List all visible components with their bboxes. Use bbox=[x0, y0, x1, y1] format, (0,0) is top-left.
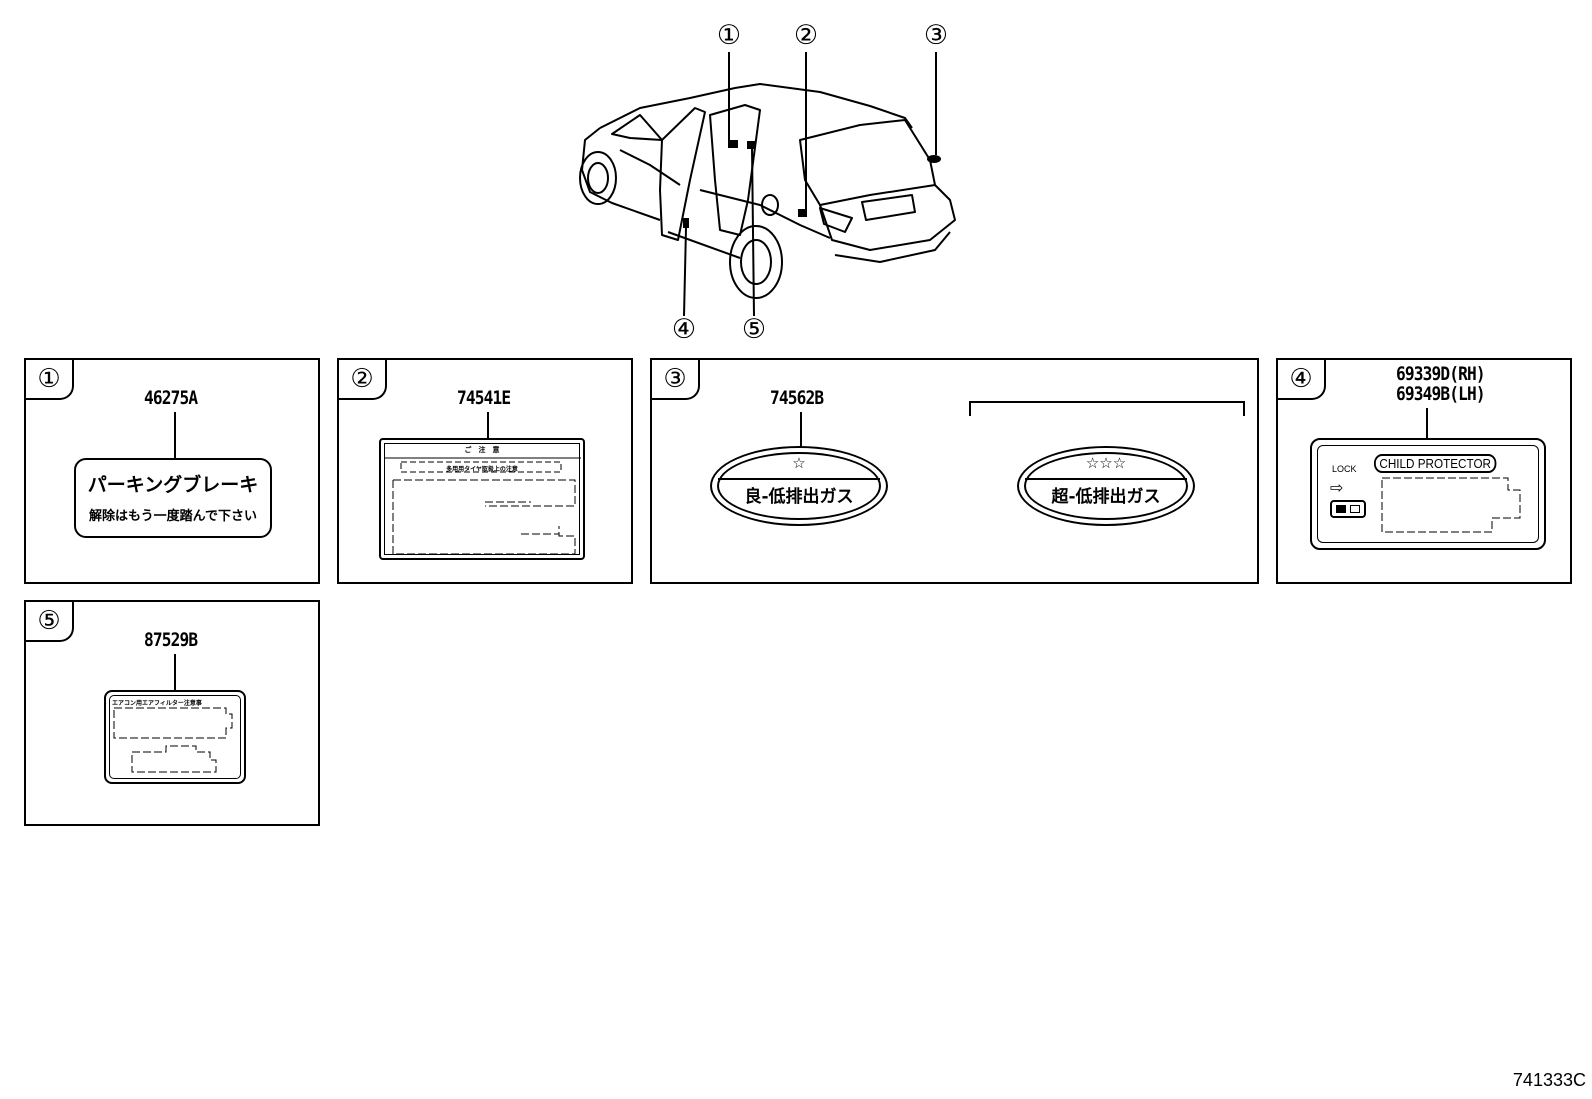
part-number: 87529B bbox=[144, 629, 198, 651]
label-content-outline bbox=[1381, 477, 1521, 533]
panel-4: ④ 69339D(RH) 69349B(LH) LOCK CHILD PROTE… bbox=[1276, 358, 1572, 584]
label-content-outline bbox=[385, 457, 581, 555]
callout-1: ① bbox=[716, 20, 742, 51]
diagram-code: 741333C bbox=[1512, 1070, 1586, 1090]
label-line-1: パーキングブレーキ bbox=[87, 474, 259, 496]
part-number: 74541E bbox=[457, 387, 511, 409]
label-subheading: 多用用タイヤ取扱上の注意 bbox=[446, 466, 518, 473]
vehicle-illustration: ① ② ③ ④ ⑤ bbox=[0, 0, 1592, 360]
vehicle-drawing bbox=[579, 52, 956, 317]
air-filter-label: エアコン用エアフィルター注意事 bbox=[104, 690, 246, 784]
arrow-icon: ⇨ bbox=[1330, 478, 1344, 497]
tire-caution-label: ご 注 意 多用用タイヤ取扱上の注意 bbox=[379, 438, 585, 560]
label-heading: エアコン用エアフィルター注意事 bbox=[112, 700, 202, 707]
part-number-lh: 69349B(LH) bbox=[1396, 383, 1486, 405]
child-protector-label: LOCK CHILD PROTECTOR ⇨ bbox=[1310, 438, 1546, 550]
lock-text: LOCK bbox=[1332, 464, 1357, 474]
panel-tag: ② bbox=[339, 360, 387, 400]
panel-3: ③ 74562B ☆ 良-低排出ガス ☆☆☆ 超-低排出ガス bbox=[650, 358, 1259, 584]
parking-brake-label: パーキングブレーキ 解除はもう一度踏んで下さい bbox=[74, 458, 272, 538]
panel-tag: ③ bbox=[652, 360, 700, 400]
label-line-2: 解除はもう一度踏んで下さい bbox=[89, 509, 257, 524]
emission-badge-1: ☆ 良-低排出ガス bbox=[710, 446, 888, 526]
star-rating: ☆ bbox=[792, 454, 806, 472]
lock-switch-icon bbox=[1330, 500, 1366, 518]
emission-bracket bbox=[969, 401, 1245, 416]
label-content-outline bbox=[113, 707, 233, 773]
star-rating: ☆☆☆ bbox=[1085, 454, 1127, 472]
callout-2: ② bbox=[793, 20, 819, 51]
part-number: 46275A bbox=[144, 387, 198, 409]
callout-4: ④ bbox=[671, 314, 697, 345]
panel-tag: ⑤ bbox=[26, 602, 74, 642]
callout-5: ⑤ bbox=[741, 314, 767, 345]
panel-2: ② 74541E ご 注 意 多用用タイヤ取扱上の注意 bbox=[337, 358, 633, 584]
emission-badge-2: ☆☆☆ 超-低排出ガス bbox=[1017, 446, 1195, 526]
panel-tag: ① bbox=[26, 360, 74, 400]
part-number-rh: 69339D(RH) bbox=[1396, 363, 1486, 385]
panel-5: ⑤ 87529B エアコン用エアフィルター注意事 bbox=[24, 600, 320, 826]
part-number: 74562B bbox=[770, 387, 824, 409]
badge-text: 良-低排出ガス bbox=[744, 487, 854, 507]
child-protector-badge: CHILD PROTECTOR bbox=[1374, 454, 1497, 473]
panel-tag: ④ bbox=[1278, 360, 1326, 400]
callout-3: ③ bbox=[923, 20, 949, 51]
panel-1: ① 46275A パーキングブレーキ 解除はもう一度踏んで下さい bbox=[24, 358, 320, 584]
label-heading: ご 注 意 bbox=[464, 446, 500, 454]
badge-text: 超-低排出ガス bbox=[1051, 487, 1161, 507]
